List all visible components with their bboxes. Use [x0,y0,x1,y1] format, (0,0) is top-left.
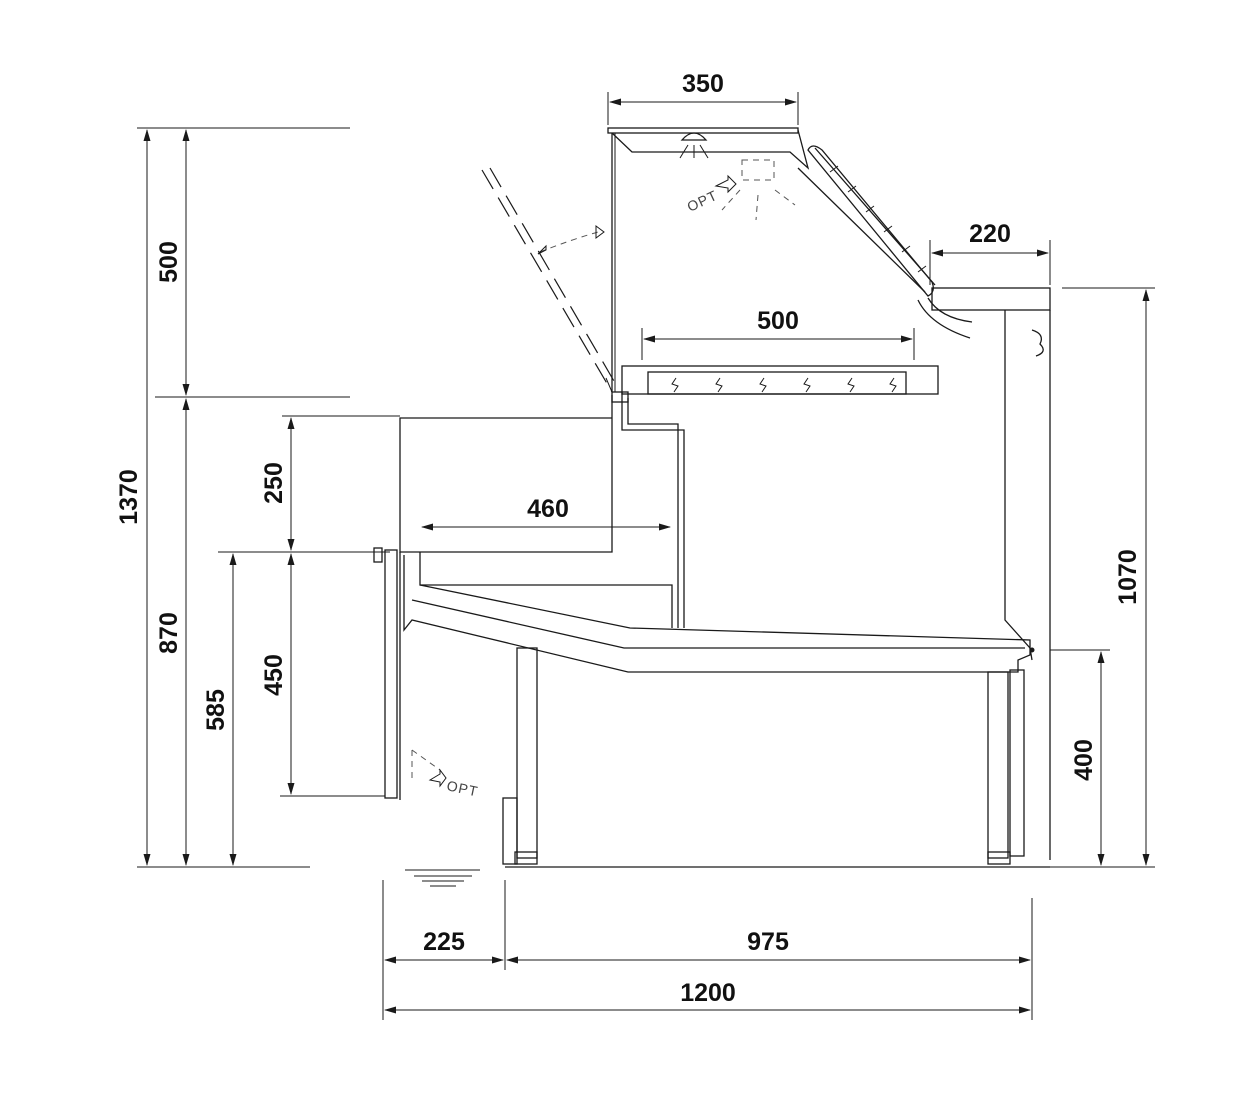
glass-swing-arc [539,231,599,253]
front-panel [384,549,398,799]
open-glass-dashed [481,169,613,393]
dim-side-height-a: 250 [260,462,288,504]
display-tank [399,395,613,553]
lamp-option-label: OPT [685,187,721,215]
dim-top-right-width: 220 [969,220,1011,248]
rear-foot [987,851,1011,865]
dim-top-width: 350 [682,70,724,98]
dim-bottom-left: 225 [423,928,465,956]
inner-tray [419,552,673,628]
rear-wall-right [1004,310,1033,661]
counter-body: OPT [373,127,1051,887]
front-glass-inner [797,167,926,293]
dim-side-height-c: 585 [202,689,230,731]
lamp-icon [679,132,709,159]
base-tray [403,555,1031,673]
dim-left-upper-height: 500 [155,241,183,283]
evaporator-duct [621,392,685,628]
dim-inner-width: 460 [527,495,569,523]
dim-side-height-b: 450 [260,654,288,696]
service-worktop [931,287,1051,311]
front-glass-edge [807,145,934,297]
hinge-icon [1031,329,1044,357]
canopy-top [607,127,799,134]
front-leg [516,647,538,859]
option-arrow-icon [714,174,737,194]
dim-bottom-total: 1200 [680,979,736,1007]
dim-left-lower-height: 870 [155,612,183,654]
footrest [502,797,518,865]
rear-leg [987,671,1009,859]
glass-lower-curve [917,299,971,339]
canopy-profile [611,129,810,170]
dim-right-total-height: 1070 [1114,549,1142,605]
optional-lamp-icon [721,159,796,221]
dim-right-lower-height: 400 [1070,739,1098,781]
dim-left-total-height: 1370 [115,469,143,525]
front-clip [373,547,383,563]
optional-footrest-icon [411,749,447,788]
heater-marks [671,377,897,393]
glass-heater-marks [829,165,927,273]
shelf-light [647,371,907,395]
dimension-labels: 350 220 500 460 500 1370 870 585 250 450… [115,70,1142,1007]
front-foot [514,851,538,865]
shelf-frame [621,365,939,395]
floor-symbol-icon [405,869,480,887]
glass-pivot [611,391,629,403]
footrest-option-label: OPT [445,777,479,799]
dimension-lines [137,92,1155,1020]
dim-bottom-right: 975 [747,928,789,956]
dim-shelf-width: 500 [757,307,799,335]
